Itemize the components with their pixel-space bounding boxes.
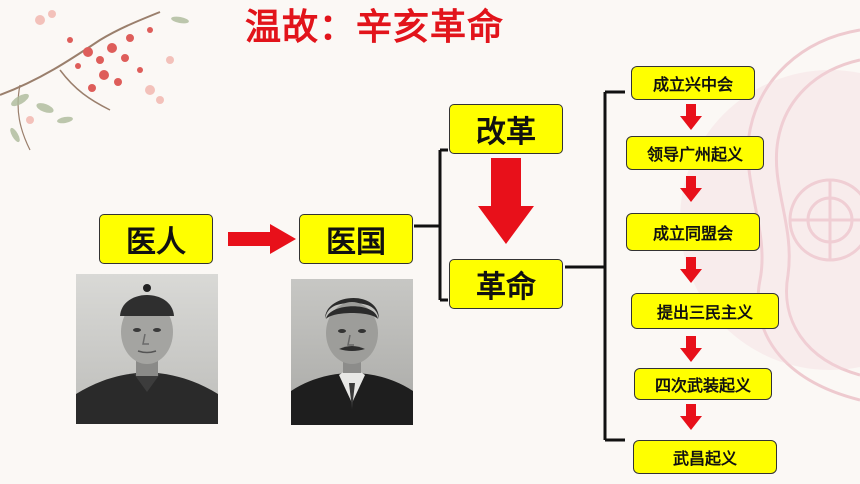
box-revolution: 革命 [449,259,563,309]
arrow-down-icon-3 [680,257,702,283]
brace-right-connector [565,90,625,442]
arrow-down-icon [478,158,534,244]
event-box-4: 提出三民主义 [631,293,779,329]
event-box-5: 四次武装起义 [634,368,772,400]
arrow-right-icon [228,224,296,254]
event-box-1: 成立兴中会 [631,66,755,100]
lattice-window-decoration [746,28,860,402]
blossom-branch-decoration [0,10,189,151]
box-doctor-nation: 医国 [299,214,413,264]
page-title: 温故：辛亥革命 [245,7,505,48]
arrow-down-icon-2 [680,176,702,202]
brace-left-connector [414,148,448,302]
portrait-photo-young [76,274,218,424]
box-doctor-person: 医人 [99,214,213,264]
event-box-6: 武昌起义 [633,440,777,474]
event-box-2: 领导广州起义 [626,136,764,170]
event-box-3: 成立同盟会 [626,213,760,251]
arrow-down-icon-5 [680,404,702,430]
arrow-down-icon-1 [680,104,702,130]
event-arrows [680,104,702,430]
arrow-down-icon-4 [680,336,702,362]
box-reform: 改革 [449,104,563,154]
portrait-photo-mature [291,279,413,425]
